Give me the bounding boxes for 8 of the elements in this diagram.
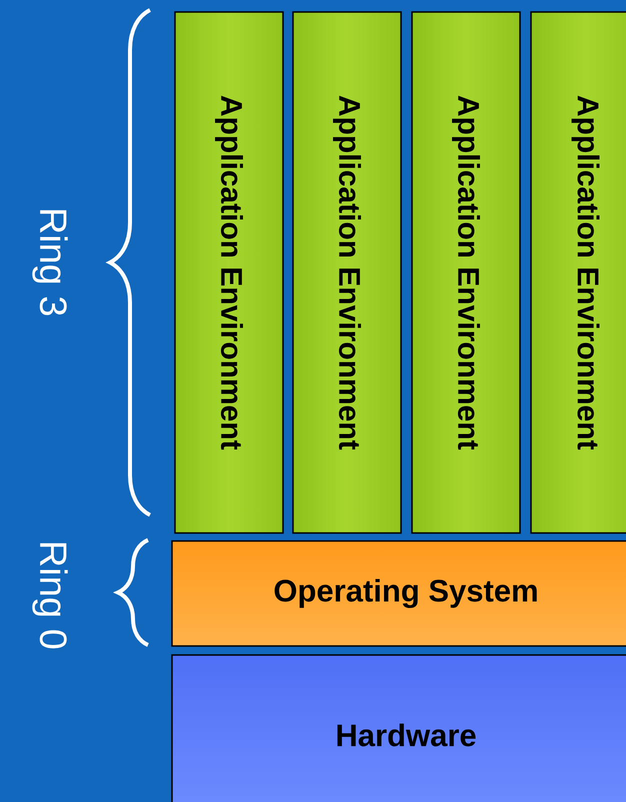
application-box: Application Environment [411, 11, 521, 534]
application-box: Application Environment [174, 11, 284, 534]
application-box: Application Environment [292, 11, 402, 534]
hardware-box: Hardware [171, 654, 626, 802]
ring-label: Ring 3 [32, 210, 68, 316]
application-box: Application Environment [530, 11, 626, 534]
operating-system-box: Operating System [171, 540, 626, 647]
ring-label: Ring 0 [32, 543, 68, 648]
